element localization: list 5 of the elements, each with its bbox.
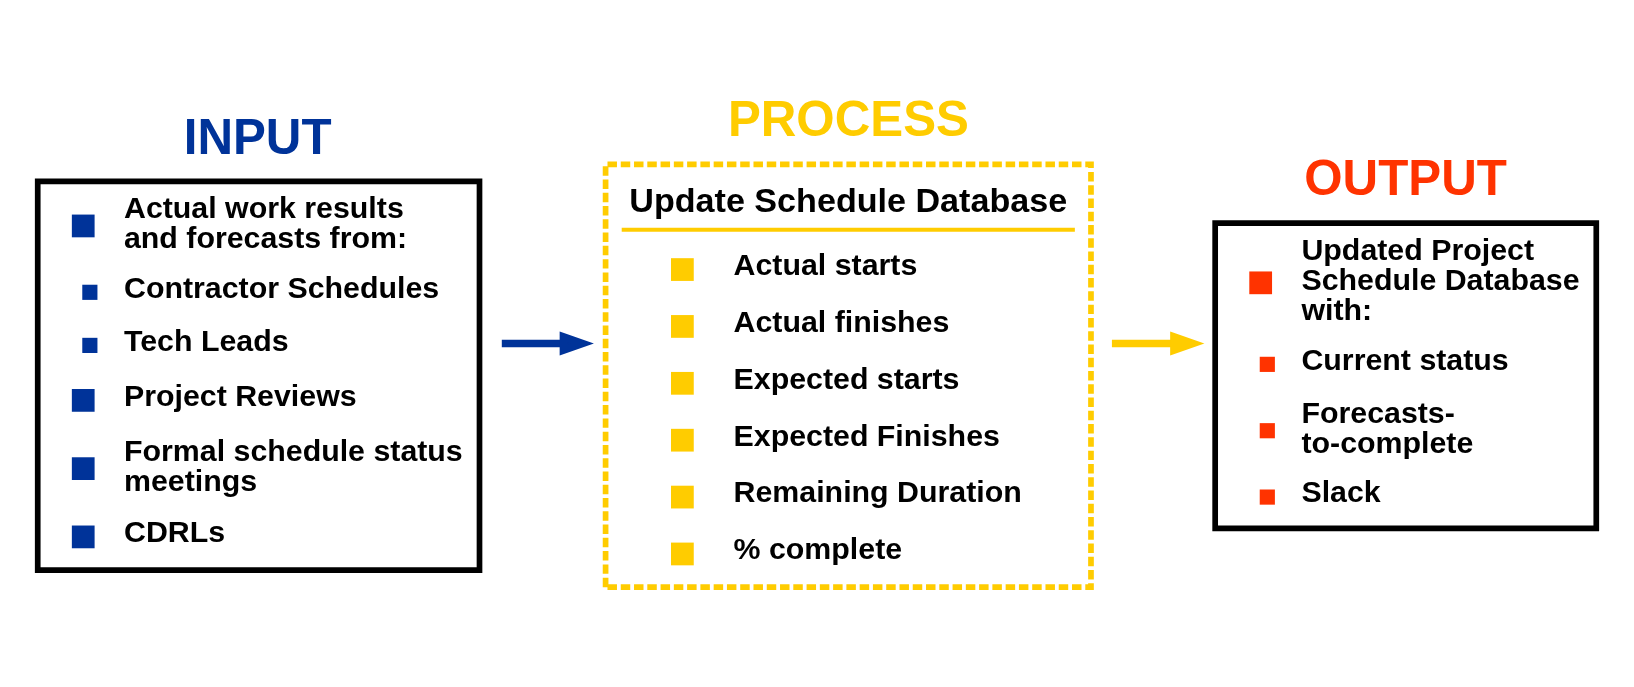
arrow [1111, 331, 1205, 356]
arrow [501, 331, 594, 356]
node-label: PROCESS [727, 91, 969, 147]
node-label: INPUT [183, 108, 332, 164]
node-label: OUTPUT [1304, 150, 1507, 206]
